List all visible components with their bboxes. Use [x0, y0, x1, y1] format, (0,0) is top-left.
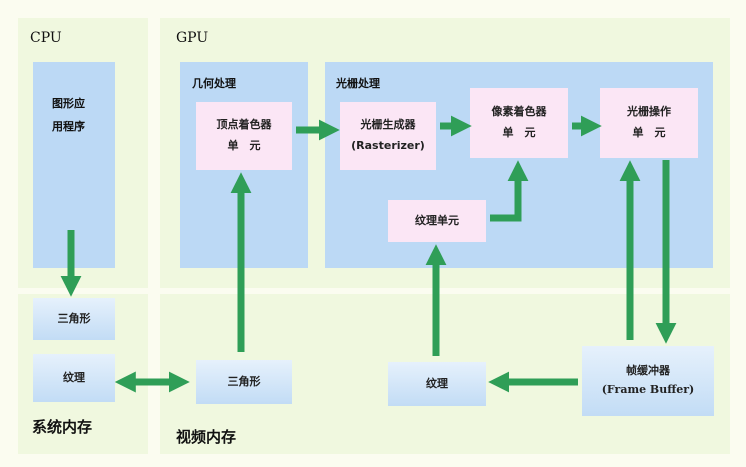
gpu-label: GPU: [176, 30, 209, 46]
sys-texture-label: 纹理: [63, 370, 85, 384]
video-memory-label: 视频内存: [176, 428, 237, 446]
system-memory-label: 系统内存: [32, 418, 93, 436]
pixel-shader-box: 像素着色器 单 元: [470, 88, 568, 158]
raster-op-line-1: 光栅操作: [627, 105, 671, 119]
rasterizer-line-2: (Rasterizer): [351, 139, 425, 152]
rasterizer-box: 光栅生成器 (Rasterizer): [340, 102, 436, 170]
pixel-shader-line-2: 单 元: [502, 126, 536, 139]
vertex-shader-line-2: 单 元: [227, 139, 261, 152]
geometry-label: 几何处理: [192, 77, 236, 90]
app-line-2: 用程序: [52, 120, 85, 134]
sys-triangle-label: 三角形: [57, 311, 91, 325]
vid-texture-label: 纹理: [426, 376, 448, 390]
pixel-shader-line-1: 像素着色器: [491, 105, 547, 119]
cpu-label: CPU: [30, 30, 62, 46]
arrow-texunit-to-pixel: [490, 160, 529, 222]
texture-unit-label: 纹理单元: [415, 213, 459, 227]
frame-buffer-line-1: 帧缓冲器: [626, 364, 670, 378]
texture-unit-box: 纹理单元: [388, 200, 486, 242]
sys-texture-box: 纹理: [33, 354, 115, 402]
sys-triangle-box: 三角形: [33, 298, 115, 340]
raster-op-line-2: 单 元: [632, 126, 666, 139]
vertex-shader-line-1: 顶点着色器: [216, 118, 272, 132]
vid-texture-box: 纹理: [388, 362, 486, 406]
rasterizer-line-1: 光栅生成器: [360, 118, 416, 132]
raster-op-box: 光栅操作 单 元: [600, 88, 698, 158]
frame-buffer-line-2: (Frame Buffer): [601, 383, 695, 396]
vid-triangle-box: 三角形: [196, 360, 292, 404]
vid-triangle-label: 三角形: [227, 374, 261, 388]
app-line-1: 图形应: [52, 97, 85, 110]
frame-buffer-box: 帧缓冲器 (Frame Buffer): [582, 346, 714, 416]
vertex-shader-box: 顶点着色器 单 元: [196, 102, 292, 170]
raster-label: 光栅处理: [336, 77, 380, 90]
cpu-app-text: 图形应 用程序: [52, 92, 92, 138]
